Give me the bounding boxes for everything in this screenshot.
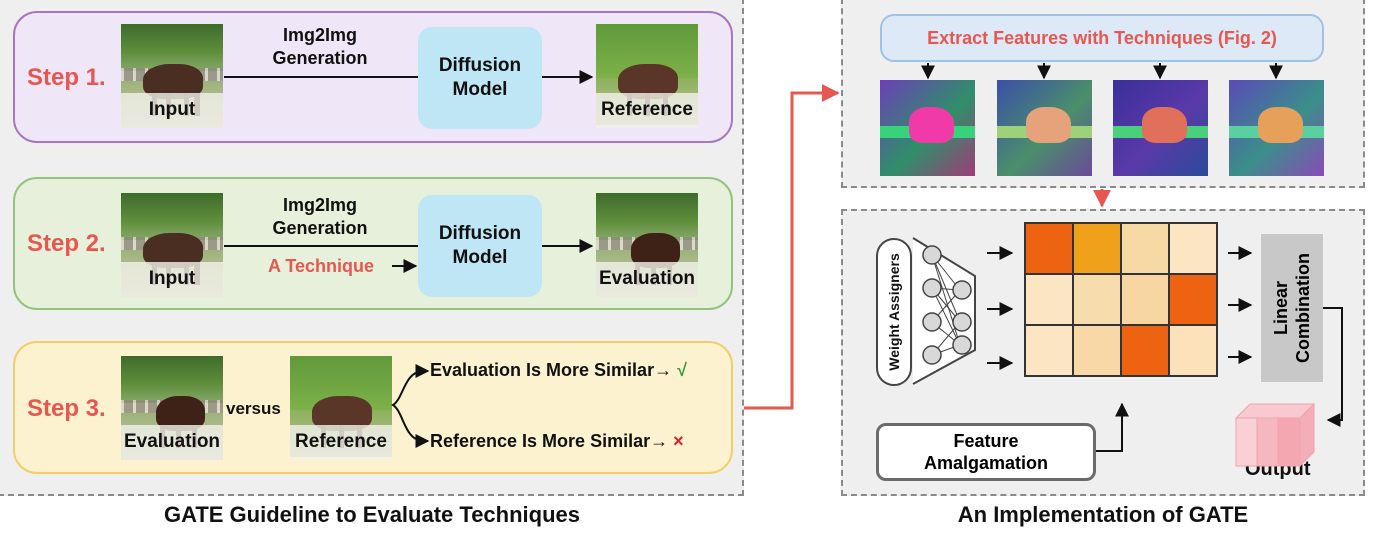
check-icon: √ [677, 360, 687, 380]
cross-icon: × [673, 431, 684, 451]
matrix-cell [1169, 274, 1217, 325]
step1-label: Step 1. [27, 64, 106, 91]
step3-label: Step 3. [27, 395, 106, 422]
step3-brace [391, 370, 425, 442]
step2-model-line2: Model [452, 247, 508, 268]
step1-model-line1: Diffusion [438, 55, 522, 76]
step3-left-caption: Evaluation [121, 424, 223, 460]
weight-matrix [1024, 222, 1218, 377]
step3-right-caption: Reference [290, 424, 392, 460]
matrix-cell [1121, 325, 1169, 376]
matrix-cell [1073, 274, 1121, 325]
step1-reference-image: Reference [596, 24, 698, 128]
right-footer-title: An Implementation of GATE [957, 502, 1249, 527]
output-cube [1234, 402, 1316, 468]
outcome1-text: Evaluation Is More Similar→ [430, 360, 673, 380]
amalg-line1: Feature [953, 431, 1019, 451]
matrix-cell [1025, 223, 1073, 274]
outcome-reference-similar: Reference Is More Similar→ × [430, 431, 684, 452]
step2-output-caption: Evaluation [596, 261, 698, 297]
outcome-evaluation-similar: Evaluation Is More Similar→ √ [430, 360, 687, 381]
feature-map-1 [880, 80, 975, 176]
feature-map-2 [997, 80, 1092, 176]
left-footer-title: GATE Guideline to Evaluate Techniques [163, 502, 581, 527]
matrix-cell [1169, 223, 1217, 274]
matrix-cell [1121, 274, 1169, 325]
network-trapezoid [912, 237, 976, 385]
step1-model-line2: Model [452, 79, 508, 100]
feature-map-3 [1113, 80, 1208, 176]
step1-input-caption: Input [121, 92, 223, 128]
red-connector-arrow [744, 84, 840, 410]
step2-arrow-label-2: Generation [272, 218, 368, 238]
feature-map-4 [1229, 80, 1324, 176]
step1-output-caption: Reference [596, 92, 698, 128]
matrix-cell [1073, 325, 1121, 376]
matrix-cell [1025, 325, 1073, 376]
step2-input-caption: Input [121, 261, 223, 297]
matrix-cell [1025, 274, 1073, 325]
matrix-cell [1169, 325, 1217, 376]
step1-input-image: Input [121, 24, 223, 128]
step2-label: Step 2. [27, 230, 106, 257]
step3-evaluation-image: Evaluation [121, 356, 223, 460]
step2-evaluation-image: Evaluation [596, 193, 698, 297]
step2-input-image: Input [121, 193, 223, 297]
step1-arrow-label-1: Img2Img [282, 25, 357, 45]
step2-arrow-label-1: Img2Img [282, 195, 357, 215]
step2-model-line1: Diffusion [438, 223, 522, 244]
extract-features-box: Extract Features with Techniques (Fig. 2… [880, 14, 1324, 62]
weight-assigners: Weight Assigners [876, 238, 912, 386]
versus-label: versus [226, 399, 281, 418]
matrix-cell [1073, 223, 1121, 274]
step1-arrow-label-2: Generation [272, 48, 368, 68]
step2-technique-label: A Technique [268, 256, 375, 276]
amalg-line2: Amalgamation [923, 453, 1049, 473]
network-nodes [922, 245, 972, 365]
step3-reference-image: Reference [290, 356, 392, 460]
matrix-cell [1121, 223, 1169, 274]
outcome2-text: Reference Is More Similar→ [430, 431, 669, 451]
